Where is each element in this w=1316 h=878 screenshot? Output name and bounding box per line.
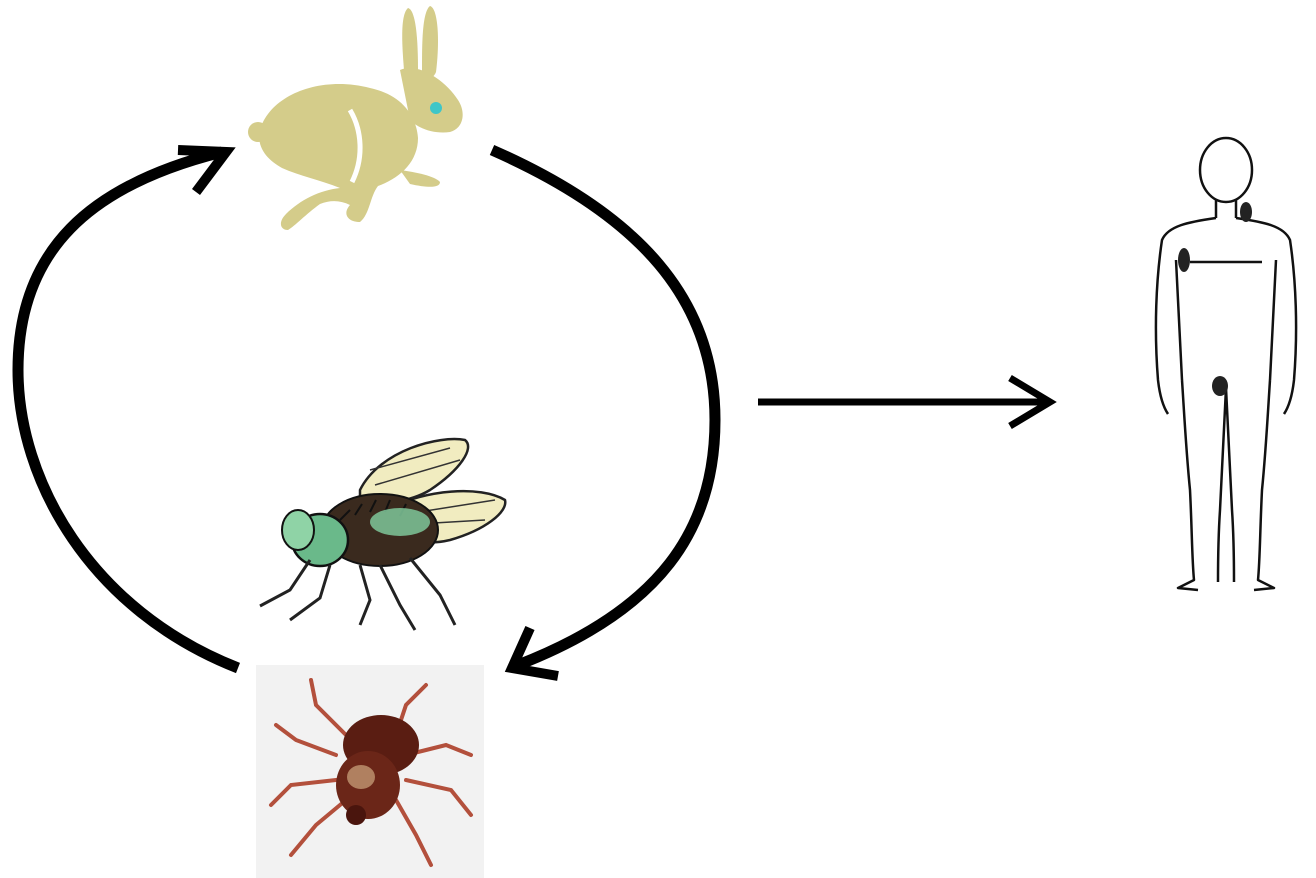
rabbit-node [240, 0, 480, 240]
human-figure-icon [1138, 130, 1313, 610]
tick-icon [256, 665, 484, 878]
fly-icon [250, 430, 510, 640]
arrow-tick-to-rabbit [18, 152, 238, 668]
human-node [1138, 130, 1313, 610]
tick-node [256, 665, 484, 878]
rabbit-icon [240, 0, 480, 240]
fly-node [250, 430, 510, 640]
arrow-rabbit-to-tick [492, 150, 715, 665]
